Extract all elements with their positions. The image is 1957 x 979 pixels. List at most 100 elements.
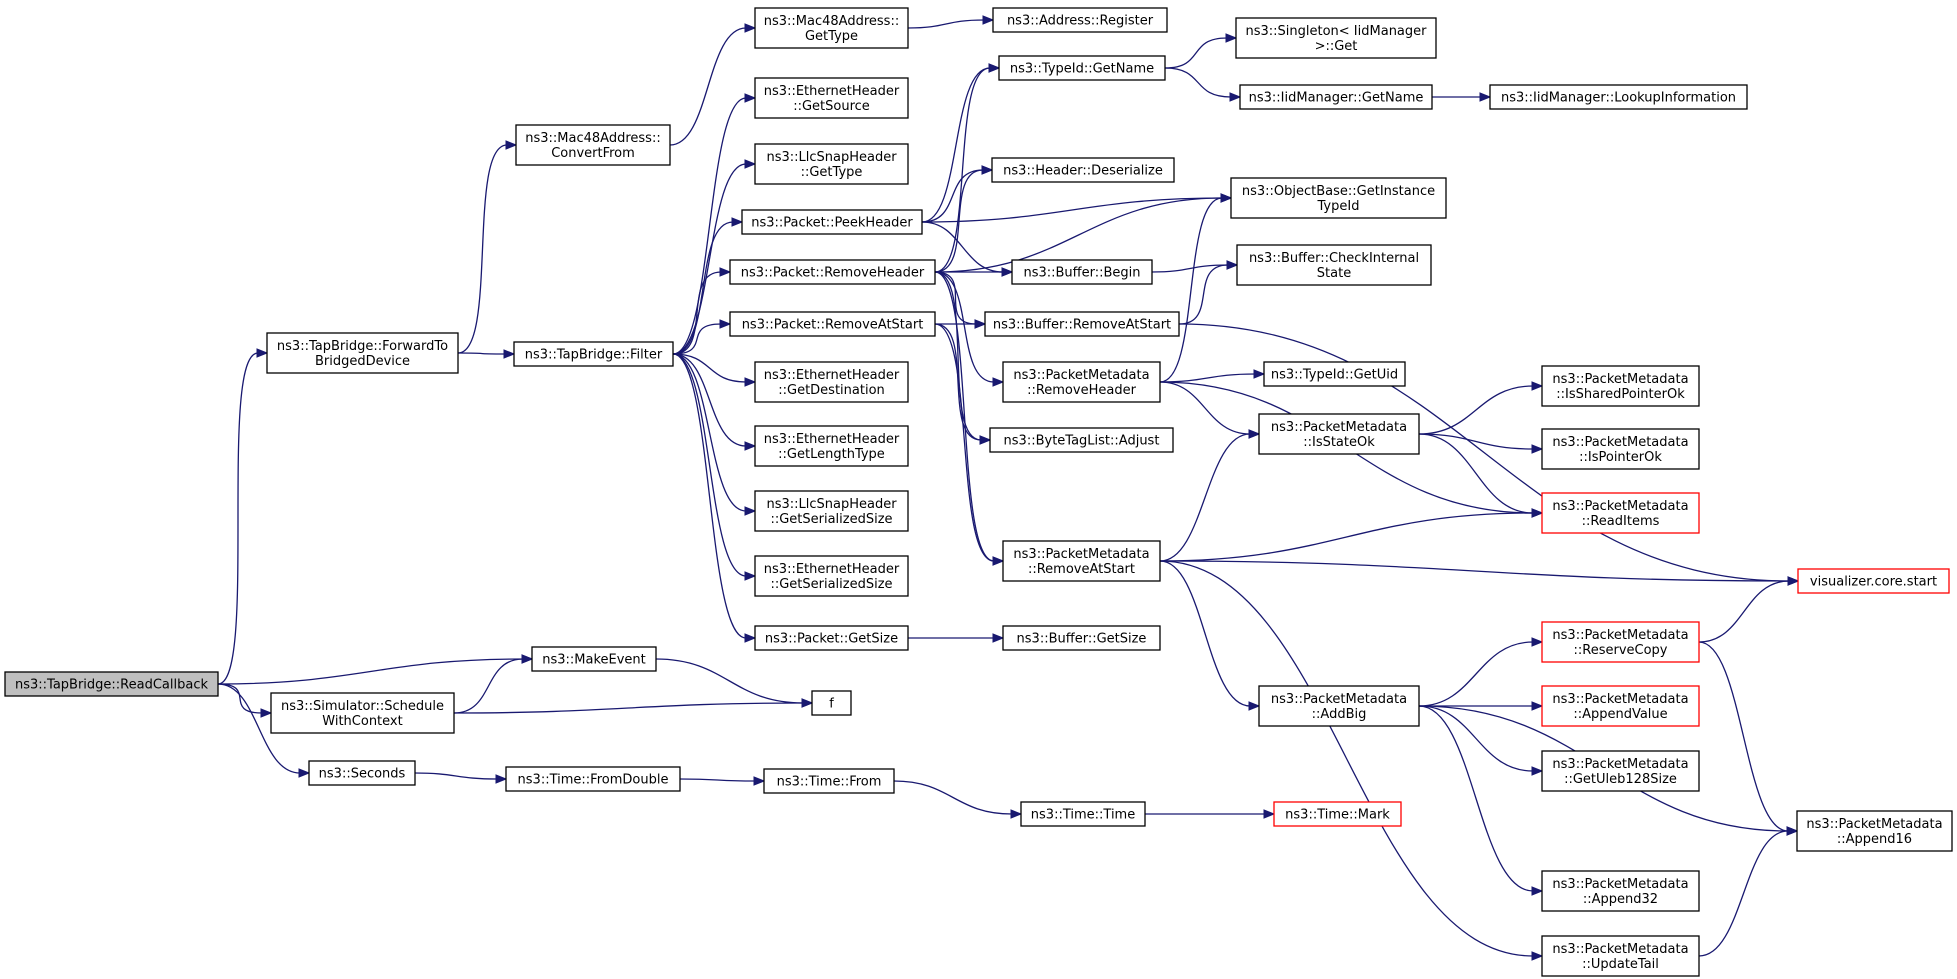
edge-line <box>672 353 747 577</box>
node-ethsrc[interactable]: ns3::EthernetHeader::GetSource <box>754 77 909 119</box>
node-readcallback[interactable]: ns3::TapBridge::ReadCallback <box>4 671 219 697</box>
node-makeevent[interactable]: ns3::MakeEvent <box>531 646 657 672</box>
node-hdrdeser[interactable]: ns3::Header::Deserialize <box>991 157 1175 183</box>
edge-arrowhead <box>256 348 269 358</box>
node-pmshared[interactable]: ns3::PacketMetadata::IsSharedPointerOk <box>1541 365 1700 407</box>
edge-line <box>1159 373 1256 383</box>
edge-line <box>672 353 747 639</box>
edge-pmremoveatstart-to-pmupdatetail <box>1159 560 1544 961</box>
node-pmupdatetail[interactable]: ns3::PacketMetadata::UpdateTail <box>1541 935 1700 977</box>
node-pmremoveatstart[interactable]: ns3::PacketMetadata::RemoveAtStart <box>1002 540 1161 582</box>
node-bufremove[interactable]: ns3::Buffer::RemoveAtStart <box>984 311 1180 337</box>
node-box <box>754 555 909 597</box>
node-pmread[interactable]: ns3::PacketMetadata::ReadItems <box>1541 492 1700 534</box>
edge-iidgetname-to-iidlookup <box>1432 92 1492 102</box>
node-label: ns3::Packet::RemoveAtStart <box>742 318 924 333</box>
edge-removeheader-to-hdrdeser <box>934 165 994 273</box>
node-bytetag[interactable]: ns3::ByteTagList::Adjust <box>989 427 1174 453</box>
node-timemark[interactable]: ns3::Time::Mark <box>1273 801 1402 827</box>
node-llctype[interactable]: ns3::LlcSnapHeader::GetType <box>754 143 909 185</box>
node-typeiduid[interactable]: ns3::TypeId::GetUid <box>1263 361 1406 387</box>
node-pmuleb[interactable]: ns3::PacketMetadata::GetUleb128Size <box>1541 750 1700 792</box>
node-seconds[interactable]: ns3::Seconds <box>308 760 416 786</box>
node-bufbegin[interactable]: ns3::Buffer::Begin <box>1011 259 1153 285</box>
node-f[interactable]: f <box>811 690 852 716</box>
node-fromdouble[interactable]: ns3::Time::FromDouble <box>505 766 681 792</box>
edge-line <box>934 323 995 562</box>
edge-arrowhead <box>1248 429 1261 439</box>
node-pmreserve[interactable]: ns3::PacketMetadata::ReserveCopy <box>1541 621 1700 663</box>
node-pmstateok[interactable]: ns3::PacketMetadata::IsStateOk <box>1258 413 1420 455</box>
node-box <box>991 157 1175 183</box>
node-ethdest[interactable]: ns3::EthernetHeader::GetDestination <box>754 361 909 403</box>
edge-removeatstart-to-bufremove <box>935 319 987 329</box>
edge-forwardto-to-mac48from <box>457 140 518 354</box>
node-timetime[interactable]: ns3::Time::Time <box>1020 801 1146 827</box>
node-label: ns3::Time::Time <box>1031 808 1135 823</box>
node-llcser[interactable]: ns3::LlcSnapHeader::GetSerializedSize <box>754 490 909 532</box>
node-pmappendval[interactable]: ns3::PacketMetadata::AppendValue <box>1541 685 1700 727</box>
node-mac48type[interactable]: ns3::Mac48Address::GetType <box>754 7 909 49</box>
node-label: ns3::PacketMetadata <box>1552 942 1688 957</box>
edge-line <box>1151 264 1229 273</box>
node-label: visualizer.core.start <box>1810 575 1937 590</box>
node-vizstart[interactable]: visualizer.core.start <box>1797 568 1950 594</box>
node-ethlen[interactable]: ns3::EthernetHeader::GetLengthType <box>754 425 909 467</box>
node-removeheader[interactable]: ns3::Packet::RemoveHeader <box>729 259 936 285</box>
node-box <box>1235 17 1437 59</box>
edge-filter-to-ethdest <box>672 353 757 387</box>
node-box <box>1797 568 1950 594</box>
node-filter[interactable]: ns3::TapBridge::Filter <box>513 341 674 367</box>
edge-arrowhead <box>744 441 757 451</box>
node-label: ::GetSource <box>793 99 870 114</box>
edge-arrowhead <box>1531 951 1544 961</box>
node-pmremovehdr[interactable]: ns3::PacketMetadata::RemoveHeader <box>1002 361 1161 403</box>
node-typeidname[interactable]: ns3::TypeId::GetName <box>998 55 1166 81</box>
node-label: ns3::Time::FromDouble <box>518 773 669 788</box>
node-box <box>992 7 1168 33</box>
node-label: ns3::ByteTagList::Adjust <box>1004 434 1160 449</box>
edge-filter-to-pktsize <box>672 353 757 643</box>
node-box <box>1011 259 1153 285</box>
node-ethser[interactable]: ns3::EthernetHeader::GetSerializedSize <box>754 555 909 597</box>
node-pmaddbig[interactable]: ns3::PacketMetadata::AddBig <box>1258 685 1420 727</box>
node-singleton[interactable]: ns3::Singleton< IidManager>::Get <box>1235 17 1437 59</box>
edge-seconds-to-fromdouble <box>414 772 508 784</box>
edge-line <box>217 352 259 685</box>
node-timefrom[interactable]: ns3::Time::From <box>763 768 895 794</box>
node-addrreg[interactable]: ns3::Address::Register <box>992 7 1168 33</box>
node-label: ns3::Seconds <box>319 767 406 782</box>
node-label: ns3::Packet::RemoveHeader <box>741 266 925 281</box>
node-box <box>754 361 909 403</box>
node-pmptr[interactable]: ns3::PacketMetadata::IsPointerOk <box>1541 428 1700 470</box>
node-peekheader[interactable]: ns3::Packet::PeekHeader <box>741 209 923 235</box>
edge-line <box>1164 37 1228 69</box>
node-iidlookup[interactable]: ns3::IidManager::LookupInformation <box>1489 84 1748 110</box>
node-box <box>1002 361 1161 403</box>
node-box <box>1796 810 1953 852</box>
node-pmappend16[interactable]: ns3::PacketMetadata::Append16 <box>1796 810 1953 852</box>
node-box <box>1541 492 1700 534</box>
node-box <box>754 625 909 651</box>
node-iidgetname[interactable]: ns3::IidManager::GetName <box>1239 84 1433 110</box>
node-pktsize[interactable]: ns3::Packet::GetSize <box>754 625 909 651</box>
node-label: ns3::PacketMetadata <box>1806 817 1942 832</box>
node-mac48from[interactable]: ns3::Mac48Address::ConvertFrom <box>515 124 671 166</box>
edge-timefrom-to-timetime <box>893 780 1023 819</box>
node-label: ::AddBig <box>1312 707 1367 722</box>
edge-pmupdatetail-to-pmappend16 <box>1698 826 1799 957</box>
node-label: ns3::Buffer::GetSize <box>1017 632 1147 647</box>
node-removeatstart[interactable]: ns3::Packet::RemoveAtStart <box>729 311 936 337</box>
node-label: ns3::Mac48Address:: <box>764 14 899 29</box>
node-label: WithContext <box>322 714 402 729</box>
node-label: ns3::Mac48Address:: <box>525 131 660 146</box>
node-box <box>308 760 416 786</box>
node-bufgetsize[interactable]: ns3::Buffer::GetSize <box>1002 625 1161 651</box>
node-label: ::Append16 <box>1837 832 1912 847</box>
node-pmappend32[interactable]: ns3::PacketMetadata::Append32 <box>1541 870 1700 912</box>
node-box <box>1541 428 1700 470</box>
